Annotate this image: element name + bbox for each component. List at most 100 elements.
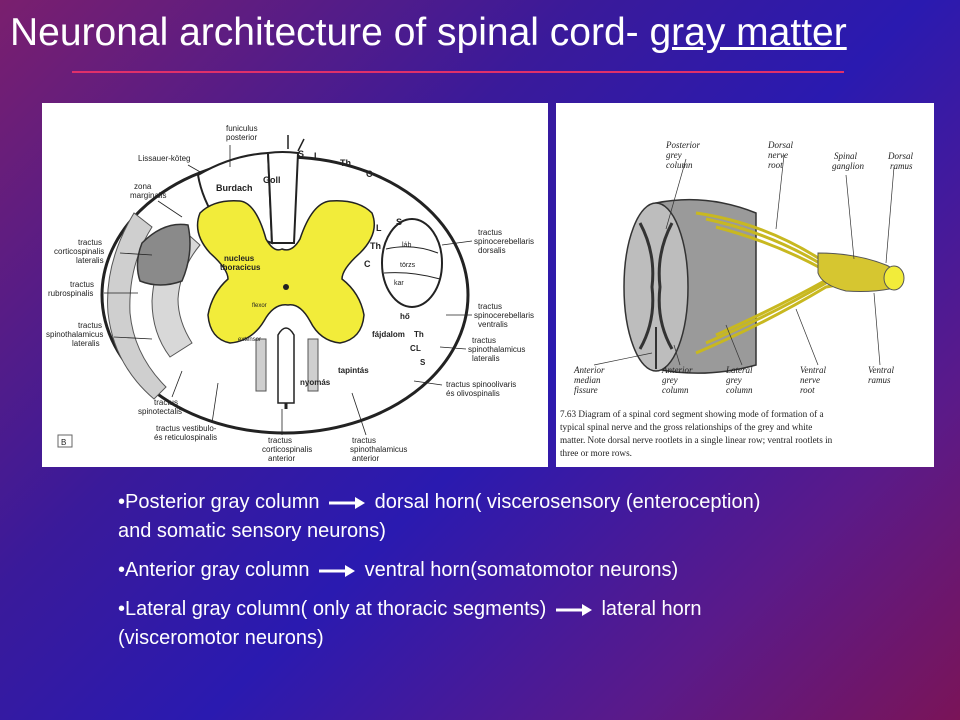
dorsal-root-entry xyxy=(287,135,305,152)
label-tract-stl-3: lateralis xyxy=(72,339,100,348)
label-corner: B xyxy=(61,438,66,447)
label-amf-3: fissure xyxy=(574,385,598,395)
label-tract-stl2-3: lateralis xyxy=(472,354,500,363)
label-dorsal-3: root xyxy=(768,160,783,170)
spinal-segment-diagram-figure: Posterior grey column Dorsal nerve root … xyxy=(556,103,934,467)
bullet-lateral: •Lateral gray column( only at thoracic s… xyxy=(118,595,778,653)
label-ho: hő xyxy=(400,312,410,321)
label-c-3: C xyxy=(410,344,416,353)
label-tract-stl2-2: spinothalamicus xyxy=(468,345,525,354)
label-vnr-2: nerve xyxy=(800,375,820,385)
label-tract-scv-3: ventralis xyxy=(478,320,508,329)
label-tract-stl2-1: tractus xyxy=(472,336,496,345)
label-vramus-1: Ventral xyxy=(868,365,894,375)
label-thoracicus: thoracicus xyxy=(220,263,261,272)
label-vnr-1: Ventral xyxy=(800,365,826,375)
label-tract-stl-1: tractus xyxy=(78,321,102,330)
label-tract-stl-2: spinothalamicus xyxy=(46,330,103,339)
label-tract-scd-3: dorsalis xyxy=(478,246,506,255)
label-kar: kar xyxy=(394,280,404,287)
label-extensor: extensor xyxy=(238,337,261,343)
caption-line-1: 7.63 Diagram of a spinal cord segment sh… xyxy=(560,409,824,419)
caption-line-4: three or more rows. xyxy=(560,448,632,458)
label-tract-csa-1: tractus xyxy=(268,436,292,445)
label-agc-3: column xyxy=(662,385,689,395)
label-flexor: flexor xyxy=(252,303,267,309)
label-vnr-3: root xyxy=(800,385,815,395)
label-tract-cs-lat-2: corticospinalis xyxy=(54,247,104,256)
nerve-cut-end xyxy=(883,265,905,291)
label-posterior-1: Posterior xyxy=(665,140,700,150)
lateral-corticospinal-area xyxy=(136,223,191,286)
white-matter-band xyxy=(107,212,167,400)
label-tract-scv-1: tractus xyxy=(478,302,502,311)
bullet-text-start: •Posterior gray column xyxy=(118,491,320,513)
leader-lines xyxy=(593,154,895,366)
label-tract-scd-1: tractus xyxy=(478,228,502,237)
label-spinal-1: Spinal xyxy=(834,151,858,161)
cord-cut-face xyxy=(623,202,689,372)
caption-line-3: matter. Note dorsal nerve rootlets in a … xyxy=(560,435,833,445)
label-torzs: törzs xyxy=(400,262,416,269)
label-agc-1: Anterior xyxy=(661,365,693,375)
label-l-2: L xyxy=(376,223,382,233)
right-arrow-icon xyxy=(319,564,356,577)
title-link[interactable]: gray matter xyxy=(649,11,847,54)
label-nucleus: nucleus xyxy=(224,254,255,263)
label-th: Th xyxy=(340,158,351,168)
label-s-3: S xyxy=(420,358,426,367)
bullet-text-end: lateral horn (visceromotor neurons) xyxy=(118,598,702,649)
label-tract-scv-2: spinocerebellaris xyxy=(474,311,534,320)
label-posterior: posterior xyxy=(226,133,257,142)
label-tract-so-2: és olivospinalis xyxy=(446,389,500,398)
right-arrow-icon xyxy=(555,603,592,616)
label-dorsal-2: nerve xyxy=(768,150,788,160)
label-goll: Goll xyxy=(263,175,281,185)
bullet-text-end: dorsal horn( viscerosensory (enterocepti… xyxy=(118,491,761,542)
label-s: S xyxy=(298,149,304,159)
label-th-2: Th xyxy=(370,241,381,251)
bullet-text-start: •Lateral gray column( only at thoracic s… xyxy=(118,598,547,620)
label-posterior-3: column xyxy=(666,160,693,170)
label-tract-csa-3: anterior xyxy=(268,454,295,463)
label-agc-2: grey xyxy=(662,375,678,385)
label-tract-so-1: tractus spinoolivaris xyxy=(446,380,516,389)
bullet-text-start: •Anterior gray column xyxy=(118,559,310,581)
label-tract-rs-1: tractus xyxy=(70,280,94,289)
bullet-anterior: •Anterior gray column ventral horn(somat… xyxy=(118,556,778,585)
label-nyomas: nyomás xyxy=(300,378,331,387)
gray-matter xyxy=(196,200,375,344)
label-tract-sct-1: tractus xyxy=(154,398,178,407)
bullet-text-end: ventral horn(somatomotor neurons) xyxy=(364,559,679,581)
label-tract-sta-2: spinothalamicus xyxy=(350,445,407,454)
label-dorsal-1: Dorsal xyxy=(767,140,794,150)
label-tract-vs-2: és reticulospinalis xyxy=(154,433,217,442)
label-lgc-3: column xyxy=(726,385,753,395)
label-spinal-2: ganglion xyxy=(832,161,865,171)
bullet-list: •Posterior gray column dorsal horn( visc… xyxy=(118,488,778,663)
label-burdach: Burdach xyxy=(216,183,253,193)
label-lab: láb xyxy=(402,242,411,249)
spinal-segment-diagram: Posterior grey column Dorsal nerve root … xyxy=(560,140,914,458)
anterior-fissure-edge xyxy=(277,327,295,404)
label-marginalis: marginalis xyxy=(130,191,166,200)
label-vramus-2: ramus xyxy=(868,375,891,385)
grey-column xyxy=(638,222,674,350)
spinocerebellar-area xyxy=(381,218,443,308)
bullet-posterior: •Posterior gray column dorsal horn( visc… xyxy=(118,488,778,546)
slide-title: Neuronal architecture of spinal cord- gr… xyxy=(10,8,950,58)
title-divider xyxy=(72,71,844,73)
label-dramus-2: ramus xyxy=(890,161,913,171)
leader-lines xyxy=(104,145,473,436)
label-dramus-1: Dorsal xyxy=(887,151,914,161)
label-th-3: Th xyxy=(414,330,424,339)
cross-section-diagram: funiculus posterior Lissauer-köteg zona … xyxy=(46,124,534,463)
right-arrow-icon xyxy=(329,496,366,509)
somatotopic-lines xyxy=(383,246,441,280)
central-canal xyxy=(283,284,289,290)
label-c: C xyxy=(366,169,373,179)
label-tract-csa-2: corticospinalis xyxy=(262,445,312,454)
label-zona: zona xyxy=(134,182,152,191)
label-tract-sct-2: spinotectalis xyxy=(138,407,182,416)
label-c-2: C xyxy=(364,259,371,269)
